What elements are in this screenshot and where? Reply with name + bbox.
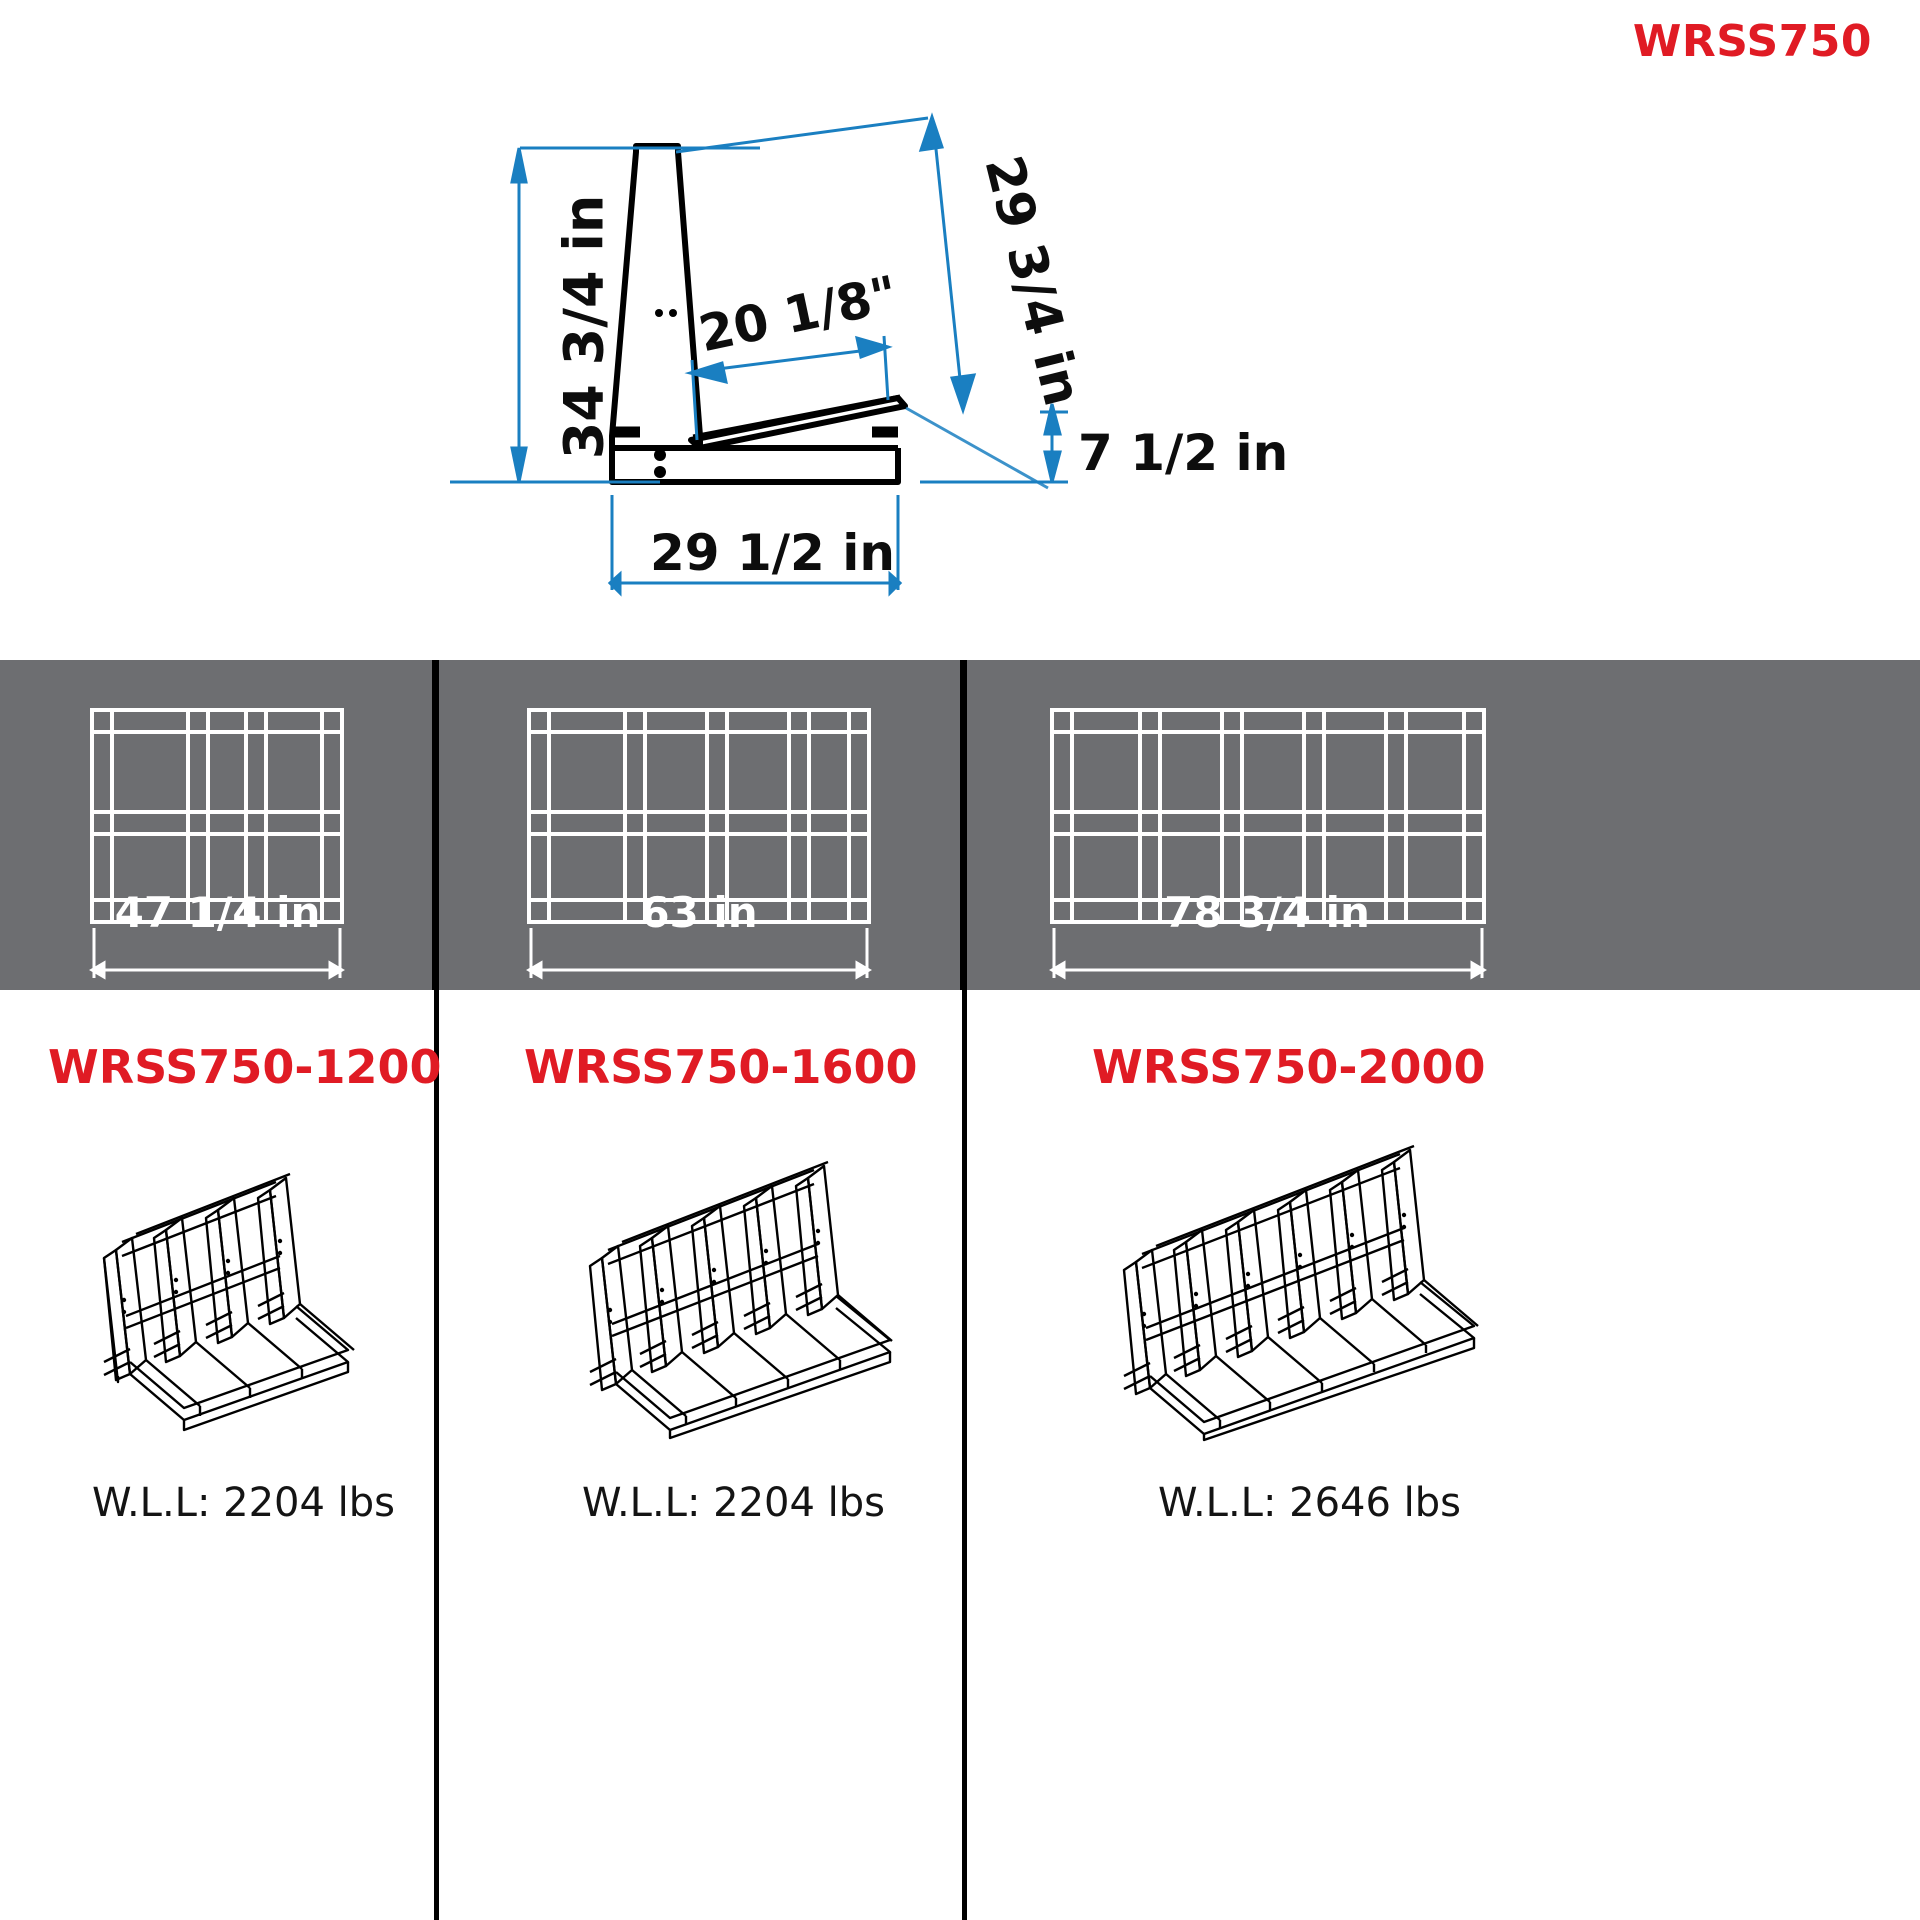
variant-divider-1 — [434, 990, 439, 1920]
front-view-1200: 47 1/4 in — [0, 660, 432, 990]
front-view-1600: 63 in — [439, 660, 960, 990]
variant-wll-2000: W.L.L: 2646 lbs — [1158, 1480, 1462, 1526]
iso-drawing-1600 — [556, 1120, 936, 1440]
iso-drawing-2000 — [1090, 1112, 1520, 1442]
front-view-2000: 78 3/4 in — [967, 660, 1920, 990]
iso-drawing-1200 — [60, 1130, 390, 1440]
front-view-2000-width-label: 78 3/4 in — [1164, 888, 1370, 937]
variant-wll-1600: W.L.L: 2204 lbs — [582, 1480, 886, 1526]
panel-divider-2 — [960, 660, 967, 990]
dimension-overall-width: 29 1/2 in — [650, 524, 895, 582]
dimension-lines — [450, 112, 1068, 597]
variant-code-1200: WRSS750-1200 — [48, 1040, 442, 1094]
front-views-panel: 47 1/4 in — [0, 660, 1920, 990]
variant-code-1600: WRSS750-1600 — [524, 1040, 918, 1094]
variant-wll-1200: W.L.L: 2204 lbs — [92, 1480, 396, 1526]
panel-divider-1 — [432, 660, 439, 990]
dimension-base-depth: 7 1/2 in — [1078, 424, 1289, 482]
variant-divider-2 — [962, 990, 967, 1920]
variant-code-2000: WRSS750-2000 — [1092, 1040, 1486, 1094]
product-variants-section: WRSS750-1200 — [0, 990, 1920, 1920]
profile-holes — [654, 309, 677, 478]
model-title: WRSS750 — [1632, 16, 1872, 67]
front-view-1600-width-label: 63 in — [640, 888, 758, 937]
front-view-1200-width-label: 47 1/4 in — [114, 888, 321, 937]
dimension-overall-height: 34 3/4 in — [552, 194, 616, 460]
barrier-profile-outline — [609, 143, 908, 485]
side-profile-dimension-drawing: 34 3/4 in 29 3/4 in 20 1/8" 7 1/2 in 29 … — [0, 0, 1920, 655]
